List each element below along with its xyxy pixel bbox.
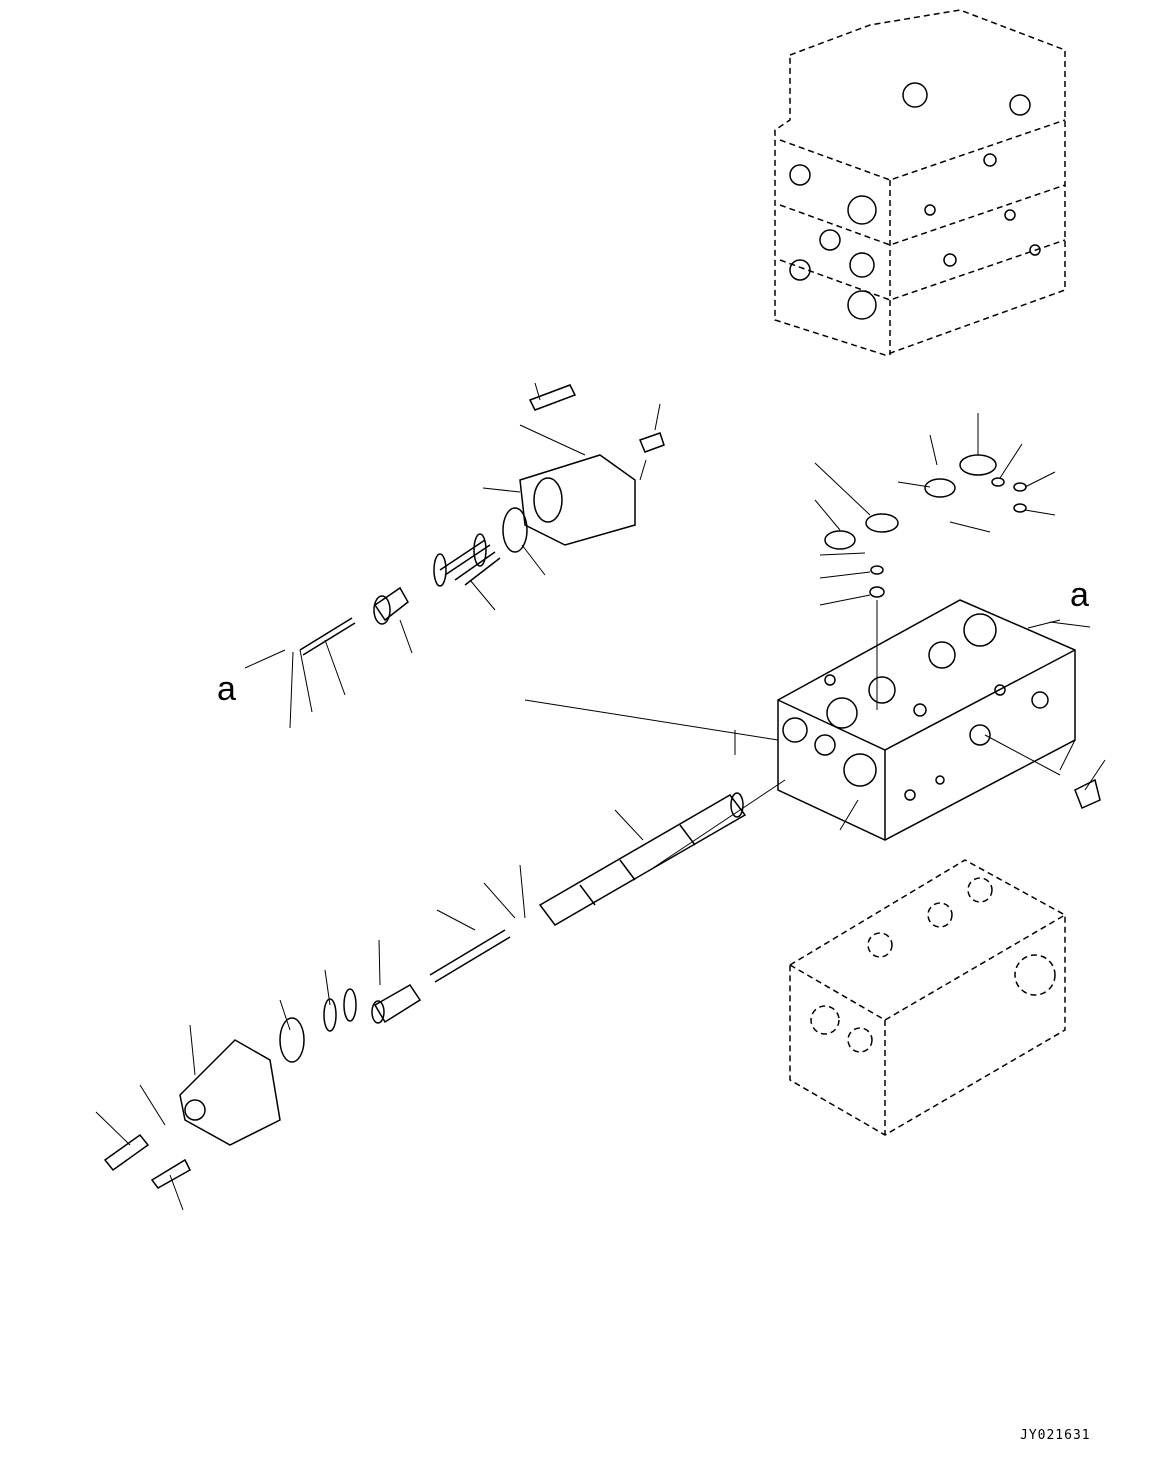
drawing-code: JY021631 [1020,1428,1091,1443]
spool [538,792,747,926]
valve-block-context [789,859,1066,1136]
reference-label-a-left: a [217,670,236,708]
reference-label-a-right: a [1070,576,1089,614]
valve-stack-context [774,9,1066,356]
lower-cap-assembly [103,778,1101,1189]
valve-section-block [777,599,1076,841]
o-ring-set [824,454,1027,598]
leader-lines [95,382,1106,1211]
upper-cap-assembly [299,384,665,656]
